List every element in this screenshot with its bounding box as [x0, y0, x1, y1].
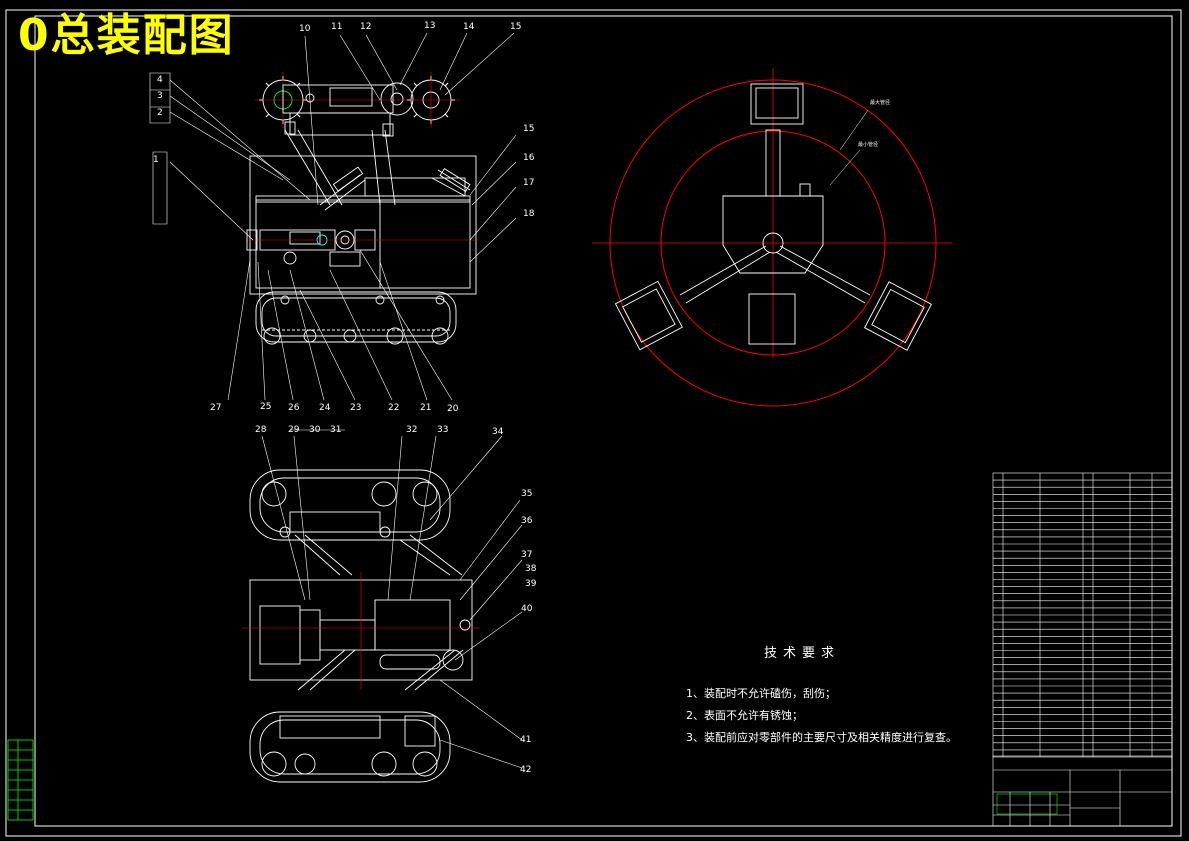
svg-text:18: 18 — [523, 209, 535, 219]
svg-text:39: 39 — [525, 579, 537, 589]
svg-text:13: 13 — [424, 21, 435, 31]
svg-text:21: 21 — [420, 403, 431, 413]
svg-text:31: 31 — [330, 425, 341, 435]
svg-text:33: 33 — [437, 425, 448, 435]
tech-item-2: 2、表面不允许有锈蚀； — [686, 709, 803, 722]
svg-text:4: 4 — [157, 75, 163, 85]
drawing-title: 0总装配图 — [18, 10, 235, 61]
svg-text:30: 30 — [309, 425, 321, 435]
svg-text:24: 24 — [319, 403, 331, 413]
front-view — [246, 72, 478, 345]
svg-text:11: 11 — [331, 22, 342, 32]
svg-text:14: 14 — [463, 22, 475, 32]
circular-view: 最大管径 最小管径 — [592, 68, 952, 407]
svg-text:27: 27 — [210, 403, 221, 413]
svg-text:28: 28 — [255, 425, 267, 435]
binding-table — [7, 739, 34, 821]
leader-lines-top — [169, 32, 517, 401]
svg-text:40: 40 — [521, 604, 533, 614]
svg-text:38: 38 — [525, 564, 537, 574]
svg-text:26: 26 — [288, 403, 300, 413]
plan-view — [242, 469, 480, 783]
svg-text:41: 41 — [520, 735, 531, 745]
svg-text:最大管径: 最大管径 — [870, 99, 890, 106]
svg-text:10: 10 — [299, 24, 311, 34]
svg-text:3: 3 — [157, 91, 163, 101]
svg-text:23: 23 — [350, 403, 361, 413]
svg-text:29: 29 — [288, 425, 300, 435]
svg-text:16: 16 — [523, 153, 535, 163]
svg-text:36: 36 — [521, 516, 533, 526]
balloons-top: 1 2 3 4 10 11 12 13 14 15 15 16 17 18 27… — [153, 21, 535, 414]
parts-list-table — [992, 472, 1173, 758]
svg-text:35: 35 — [521, 489, 532, 499]
svg-text:25: 25 — [260, 402, 271, 412]
svg-text:2: 2 — [157, 108, 163, 118]
tech-heading: 技术要求 — [764, 646, 841, 661]
outer-border — [5, 9, 1182, 837]
svg-text:1: 1 — [153, 155, 159, 165]
svg-text:17: 17 — [523, 178, 534, 188]
inner-border — [34, 15, 1173, 827]
svg-text:34: 34 — [492, 427, 504, 437]
technical-requirements: 技术要求 1、装配时不允许磕伤，刮伤； 2、表面不允许有锈蚀； 3、装配前应对零… — [686, 642, 957, 751]
svg-text:20: 20 — [447, 404, 459, 414]
svg-text:37: 37 — [521, 550, 532, 560]
leader-lines-bottom — [261, 429, 523, 769]
title-block — [992, 755, 1173, 827]
svg-text:42: 42 — [520, 765, 531, 775]
svg-text:22: 22 — [388, 403, 399, 413]
svg-text:最小管径: 最小管径 — [858, 141, 878, 148]
svg-text:15: 15 — [523, 124, 534, 134]
svg-text:12: 12 — [360, 22, 371, 32]
svg-text:32: 32 — [406, 425, 417, 435]
svg-text:15: 15 — [510, 22, 521, 32]
tech-item-1: 1、装配时不允许磕伤，刮伤； — [686, 687, 836, 700]
balloons-bottom: 28 29 30 31 32 33 34 35 36 37 38 39 40 4… — [255, 425, 537, 775]
tech-item-3: 3、装配前应对零部件的主要尺寸及相关精度进行复查。 — [686, 731, 957, 744]
